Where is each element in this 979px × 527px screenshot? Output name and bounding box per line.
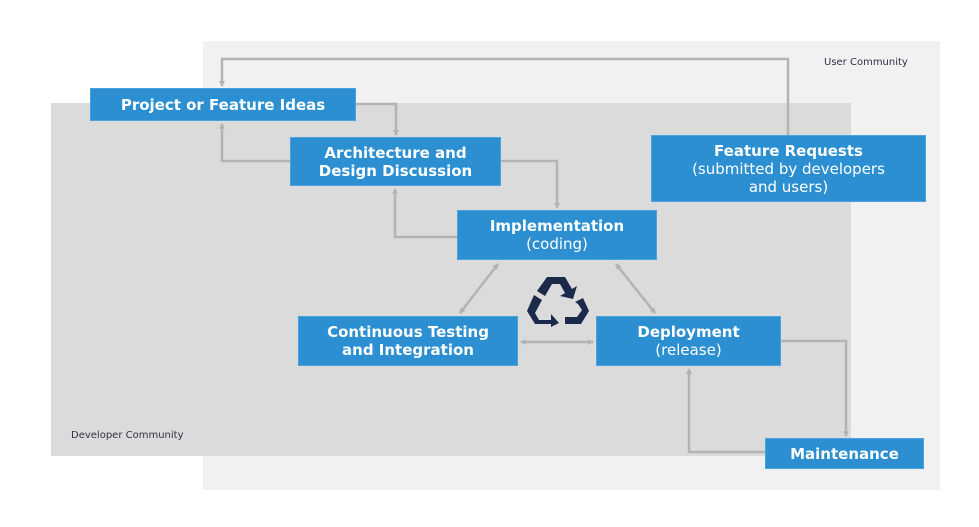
connector-ideas-to-arch	[356, 102, 399, 136]
ci-title-line1: Continuous Testing	[327, 323, 489, 341]
connector-feature-to-ideas	[219, 57, 790, 135]
architecture-design-box: Architecture and Design Discussion	[290, 137, 501, 186]
recycle-icon	[527, 277, 589, 327]
deployment-box: Deployment (release)	[596, 316, 781, 366]
connector-impl-to-arch	[392, 188, 457, 239]
ideas-title: Project or Feature Ideas	[120, 95, 326, 114]
developer-community-label: Developer Community	[71, 430, 184, 441]
implementation-box: Implementation (coding)	[457, 210, 657, 260]
arch-title-line2: Design Discussion	[318, 161, 473, 180]
feature-requests-box: Feature Requests (submitted by developer…	[651, 135, 926, 202]
connector-arch-to-ideas	[219, 123, 290, 163]
connector-arch-to-impl	[501, 159, 560, 209]
impl-title: Implementation	[489, 217, 625, 235]
connector-impl-deploy	[615, 263, 656, 314]
continuous-testing-box: Continuous Testing and Integration	[298, 316, 518, 366]
connector-maint-to-deploy	[686, 368, 765, 454]
ci-title-line2: and Integration	[342, 341, 474, 359]
feat-subtitle-line1: (submitted by developers	[692, 159, 885, 178]
maint-title: Maintenance	[790, 444, 899, 463]
project-feature-ideas-box: Project or Feature Ideas	[90, 88, 356, 121]
impl-subtitle: (coding)	[526, 235, 588, 253]
connector-deploy-to-maint	[781, 339, 849, 437]
connector-impl-ci	[459, 263, 499, 314]
deploy-title: Deployment	[637, 323, 740, 341]
feat-subtitle-line2: and users)	[748, 177, 829, 196]
deploy-subtitle: (release)	[655, 341, 722, 359]
arch-title-line1: Architecture and	[324, 143, 467, 162]
user-community-label: User Community	[824, 57, 908, 68]
feat-title: Feature Requests	[714, 141, 863, 160]
maintenance-box: Maintenance	[765, 438, 924, 469]
